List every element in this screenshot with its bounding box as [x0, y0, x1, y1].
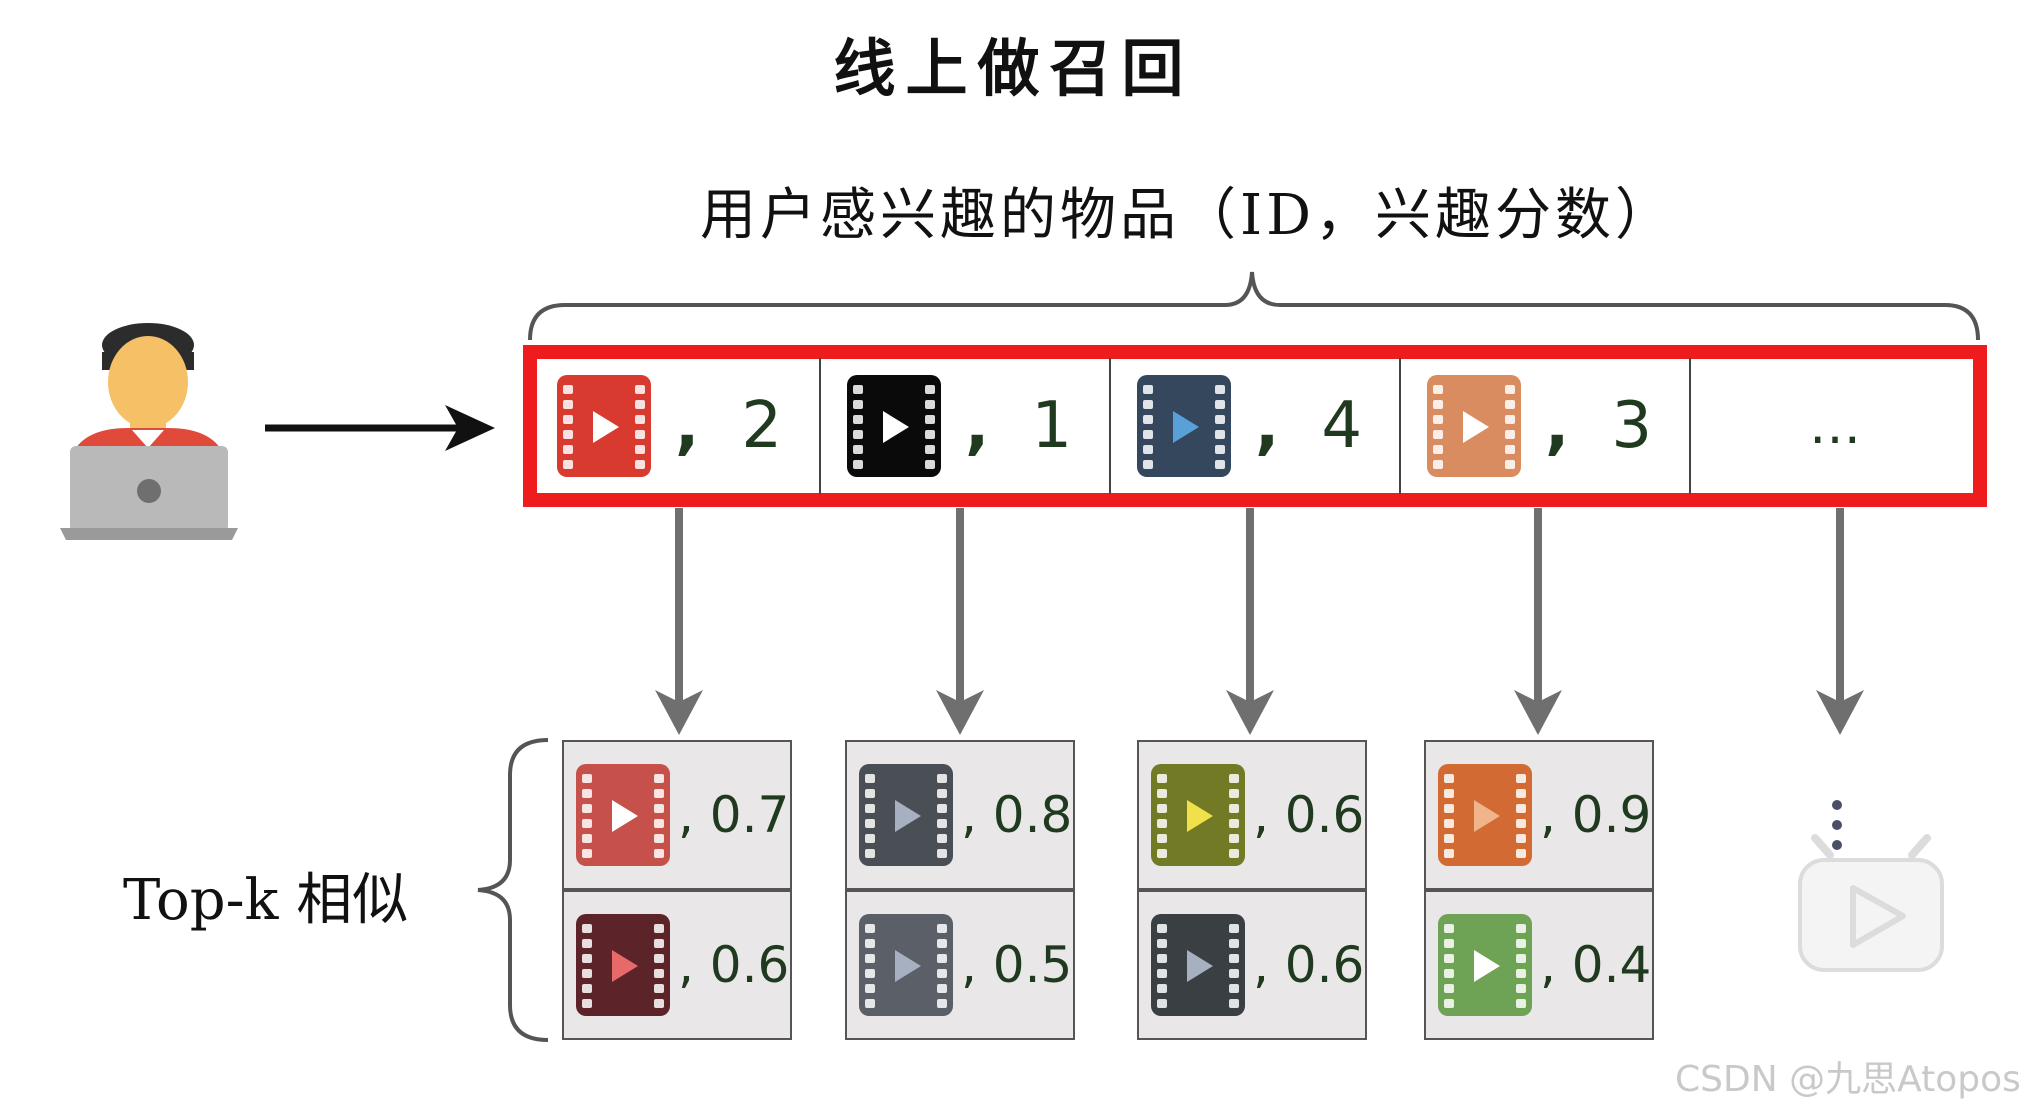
similar-item: , 0.8	[845, 740, 1075, 890]
similarity-score: , 0.6	[1253, 786, 1365, 844]
similarity-score: , 0.5	[961, 936, 1073, 994]
user-to-items-arrow	[265, 405, 495, 451]
film-icon	[1151, 914, 1245, 1016]
slide-title: 线上做召回	[833, 32, 1194, 105]
interest-score: ,3	[1545, 389, 1653, 463]
interest-score: ,4	[1255, 389, 1363, 463]
user-laptop-icon	[60, 323, 238, 540]
interest-score: ,1	[965, 389, 1073, 463]
down-arrows	[655, 508, 1864, 735]
film-icon	[847, 375, 941, 477]
similarity-score: , 0.9	[1540, 786, 1652, 844]
similar-item: , 0.5	[845, 890, 1075, 1040]
film-icon	[859, 764, 953, 866]
similar-item: , 0.6	[562, 890, 792, 1040]
similarity-score: , 0.7	[678, 786, 790, 844]
topk-similar-label: Top-k 相似	[123, 868, 409, 933]
film-icon	[557, 375, 651, 477]
similarity-score: , 0.8	[961, 786, 1073, 844]
interest-items-label: 用户感兴趣的物品（ID，兴趣分数）	[700, 183, 1676, 248]
interest-row-highlight	[523, 345, 1987, 507]
film-icon	[1151, 764, 1245, 866]
film-icon	[1427, 375, 1521, 477]
similarity-score: , 0.6	[1253, 936, 1365, 994]
more-results-dots	[1832, 800, 1844, 860]
similar-item: , 0.6	[1137, 740, 1367, 890]
similar-item: , 0.4	[1424, 890, 1654, 1040]
similar-item: , 0.9	[1424, 740, 1654, 890]
film-icon	[859, 914, 953, 1016]
film-icon	[576, 764, 670, 866]
similar-item: , 0.6	[1137, 890, 1367, 1040]
top-brace	[528, 271, 1980, 341]
watermark: CSDN @九思Atopos	[1675, 1059, 2021, 1100]
film-icon	[1137, 375, 1231, 477]
similarity-score: , 0.4	[1540, 936, 1652, 994]
interest-item: ,3	[1400, 362, 1690, 490]
tv-app-logo	[1798, 834, 1944, 972]
topk-brace	[477, 738, 549, 1042]
film-icon	[1438, 764, 1532, 866]
interest-score: ,2	[675, 389, 783, 463]
interest-item: ,1	[820, 362, 1110, 490]
interest-item: ,2	[530, 362, 820, 490]
film-icon	[576, 914, 670, 1016]
interest-item: ,4	[1110, 362, 1400, 490]
similarity-score: , 0.6	[678, 936, 790, 994]
similar-item: , 0.7	[562, 740, 792, 890]
more-items-ellipsis: …	[1809, 396, 1861, 456]
film-icon	[1438, 914, 1532, 1016]
